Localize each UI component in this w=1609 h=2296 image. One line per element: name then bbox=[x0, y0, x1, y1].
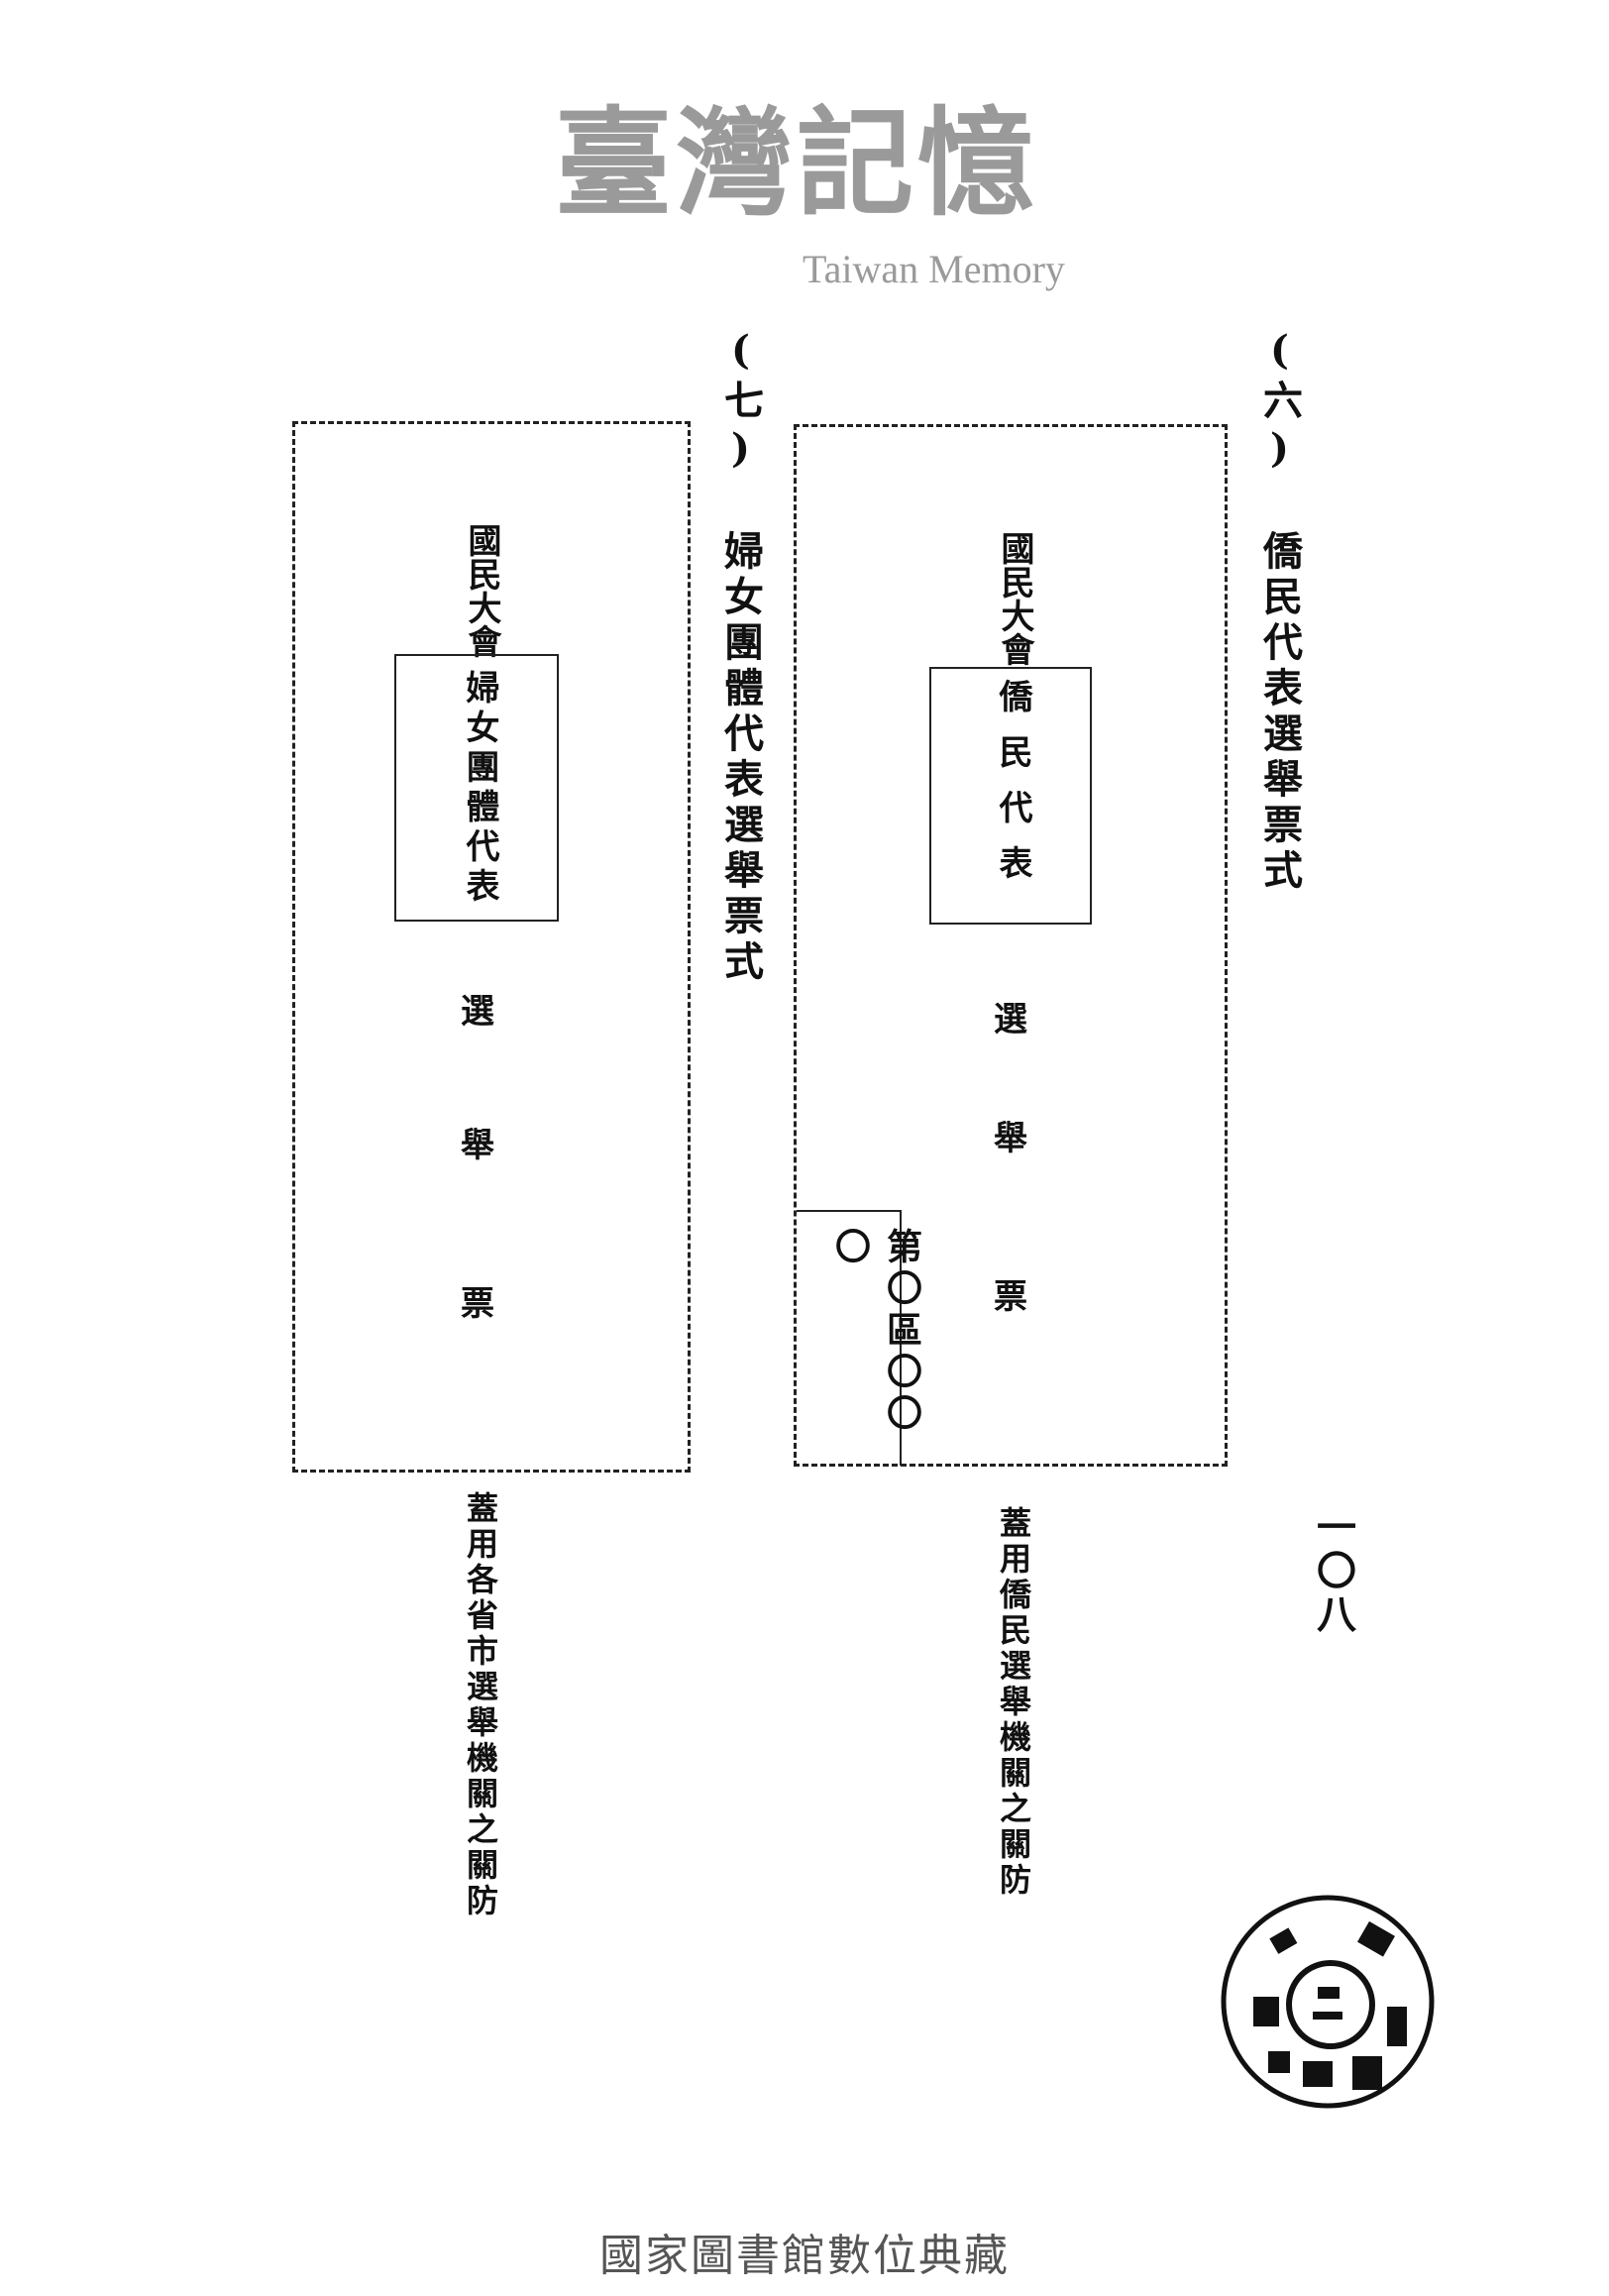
note-seal-provincial: 蓋用各省市選舉機關之關防 bbox=[462, 1491, 499, 1919]
heading-section-six: (六) 僑民代表選舉票式 bbox=[1256, 327, 1303, 895]
note-seal-overseas: 蓋用僑民選舉機關之關防 bbox=[995, 1506, 1032, 1899]
watermark-title: 臺灣記憶 bbox=[555, 94, 1039, 232]
ballot-char-piao: 票 bbox=[461, 1284, 494, 1324]
ballot-char-xuan: 選 bbox=[461, 992, 494, 1032]
watermark-subtitle: Taiwan Memory bbox=[803, 247, 1065, 291]
ballot-char-ju: 舉 bbox=[461, 1126, 494, 1165]
ballot-stub: 第〇區〇〇〇 bbox=[797, 1210, 922, 1466]
ballot-char-piao: 票 bbox=[994, 1277, 1027, 1317]
footer-digital-archive: 國家圖書館數位典藏 bbox=[599, 2231, 1010, 2281]
ballot-women-groups-representative: 國民大會 婦女團體代表 選 舉 票 bbox=[292, 421, 691, 1473]
page-number: 一〇八 bbox=[1310, 1506, 1356, 1637]
heading-section-seven: (七) 婦女團體代表選舉票式 bbox=[717, 327, 764, 986]
ballot-title: 國民大會 bbox=[995, 531, 1034, 666]
ballot-overseas-representative: 國民大會 僑民代表 選 舉 票 第〇區〇〇〇 bbox=[794, 424, 1228, 1467]
ballot-title: 國民大會 bbox=[462, 523, 501, 658]
category-label: 婦女團體代表 bbox=[460, 670, 499, 908]
stub-label: 第〇區〇〇〇 bbox=[829, 1228, 922, 1436]
ballot-char-ju: 舉 bbox=[994, 1119, 1027, 1158]
seal-stamp-icon bbox=[1221, 1895, 1435, 2109]
category-box: 婦女團體代表 bbox=[394, 654, 559, 922]
library-seal bbox=[1214, 1888, 1442, 2116]
category-box: 僑民代表 bbox=[929, 667, 1092, 925]
ballot-char-xuan: 選 bbox=[994, 1000, 1027, 1039]
category-label: 僑民代表 bbox=[993, 679, 1032, 901]
